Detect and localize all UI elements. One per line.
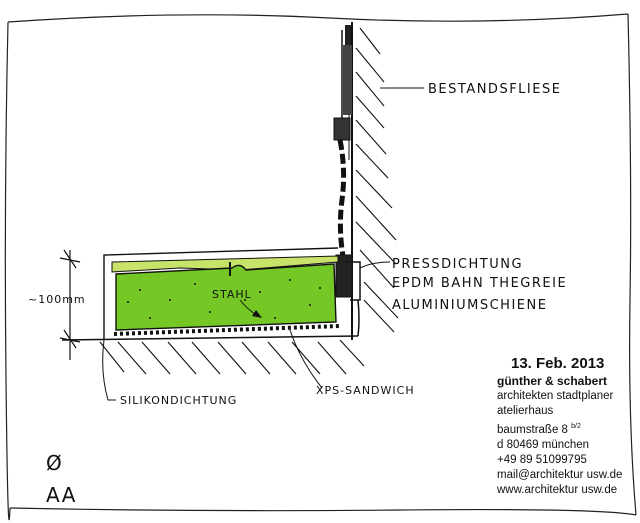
sketch-border <box>4 13 637 521</box>
aluminium-profile <box>333 117 361 301</box>
stamp-date: 13. Feb. 2013 <box>511 355 605 372</box>
stamp-city: d 80469 münchen <box>497 438 590 451</box>
signature-initials: AA <box>46 483 77 507</box>
floor-base <box>61 247 360 341</box>
label-silicone: SILIKONDICHTUNG <box>120 394 237 407</box>
wall-hatching <box>355 27 399 333</box>
label-epdm: EPDM BAHN THEGREIE <box>392 276 567 291</box>
xps-sandwich-block <box>111 255 341 336</box>
stamp-phone: +49 89 51099795 <box>497 453 587 466</box>
label-existing-tiles: BESTANDSFLIESE <box>428 82 561 97</box>
stamp-line1: architekten stadtplaner <box>497 390 614 402</box>
stamp-firm: günther & schabert <box>497 374 608 388</box>
architect-stamp: 13. Feb. 2013 günther & schabert archite… <box>497 356 637 498</box>
stamp-mail: mail@architektur usw.de <box>497 468 623 481</box>
floor-hatching <box>99 339 365 375</box>
label-dimension: ~100mm <box>28 293 86 306</box>
label-aluminium: ALUMINIUMSCHIENE <box>392 298 547 313</box>
leader-lines <box>102 87 424 401</box>
label-xps: XPS-SANDWICH <box>316 384 415 397</box>
stamp-line2: atelierhaus <box>497 405 554 417</box>
label-steel: STAHL <box>212 288 252 301</box>
stamp-street: baumstraße 8 b/2 <box>497 423 581 436</box>
dimension-line <box>59 249 81 360</box>
signature-symbol: Ø <box>46 451 63 475</box>
label-sealing: PRESSDICHTUNG <box>392 257 523 272</box>
stamp-web: www.architektur usw.de <box>497 483 618 496</box>
